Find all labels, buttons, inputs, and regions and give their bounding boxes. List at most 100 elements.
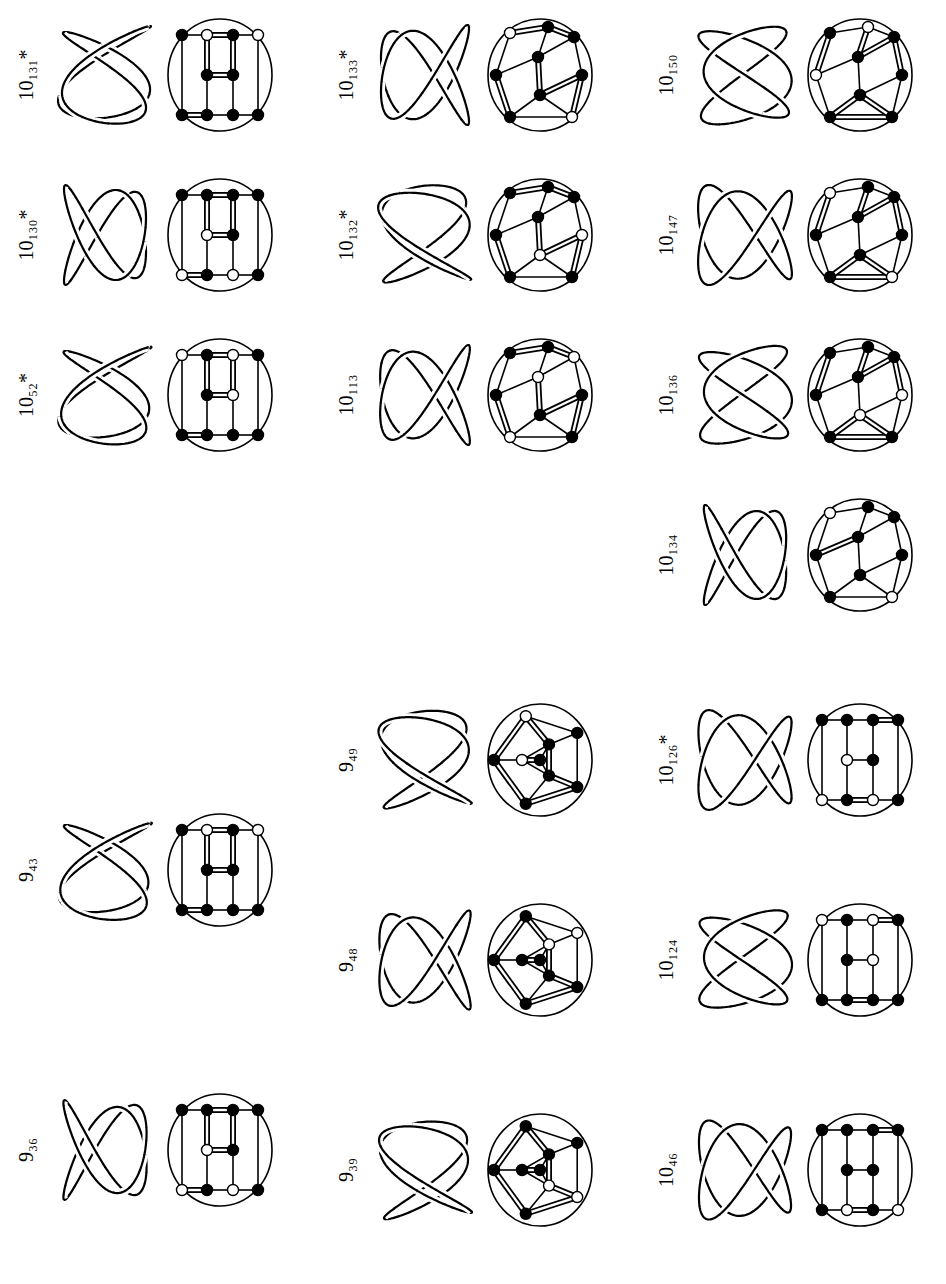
- knot-strand: [413, 717, 427, 719]
- graph-edge: [816, 75, 830, 117]
- knot-gap: [90, 222, 98, 236]
- knot-gap: [732, 120, 746, 123]
- knot-gap: [741, 72, 755, 81]
- knot-strand: [705, 54, 710, 63]
- graph-edge: [257, 35, 259, 115]
- knot-strand: [64, 191, 65, 200]
- knot-strand: [64, 270, 65, 279]
- knot-strand: [449, 359, 456, 371]
- knot-strand: [132, 914, 141, 918]
- knot-strand: [90, 222, 98, 236]
- knot-gap: [115, 263, 123, 272]
- knot-gap: [116, 830, 129, 836]
- knot-strand: [708, 731, 715, 743]
- knot-strand: [409, 117, 418, 120]
- knot-gap: [434, 257, 447, 265]
- knot-gap: [742, 715, 752, 719]
- knot-gap: [745, 348, 758, 352]
- black-vertex: [543, 22, 554, 33]
- graph-edge: [496, 353, 510, 395]
- knot-gap: [457, 350, 463, 359]
- white-vertex: [520, 711, 531, 722]
- knot-gap: [699, 797, 702, 805]
- knot-strand: [125, 851, 136, 860]
- knot-gap: [390, 280, 399, 282]
- knot-gap: [751, 267, 761, 275]
- graph-outer-edge: [168, 339, 272, 451]
- knot-gap: [758, 741, 767, 755]
- knot-strand: [715, 721, 723, 730]
- white-vertex: [533, 372, 544, 383]
- knot-gap: [413, 365, 422, 377]
- knot-gap: [82, 438, 94, 442]
- knot-strand: [457, 431, 463, 440]
- knot-strand: [758, 346, 770, 348]
- knot-strand: [136, 883, 143, 892]
- knot-gap: [422, 399, 431, 413]
- knot-gap: [706, 578, 709, 590]
- knot-gap: [440, 722, 452, 727]
- black-vertex: [863, 182, 874, 193]
- knot-strand: [144, 105, 147, 112]
- graph-outer-edge: [168, 179, 272, 291]
- knot-gap: [61, 416, 64, 425]
- knot-strand: [759, 240, 768, 254]
- double-edge-core: [816, 353, 830, 395]
- knot-strand: [785, 533, 788, 546]
- knot-strand: [769, 26, 778, 28]
- black-vertex: [889, 192, 900, 203]
- knot-gap: [60, 883, 61, 892]
- black-vertex: [491, 70, 502, 81]
- knot-entry: [59, 814, 272, 926]
- knot-gap: [120, 191, 128, 196]
- knot-strand: [699, 189, 702, 197]
- knot-graph: [488, 339, 592, 451]
- knot-strand: [727, 384, 741, 393]
- knot-strand: [704, 590, 706, 599]
- knot-strand: [784, 577, 786, 588]
- knot-strand: [148, 346, 151, 349]
- knot-gap: [107, 440, 120, 448]
- black-vertex: [811, 550, 822, 561]
- knot-strand: [704, 73, 707, 82]
- black-vertex: [228, 825, 239, 836]
- knot-strand: [767, 730, 775, 742]
- knot-strand: [441, 371, 449, 385]
- graph-edge: [496, 33, 510, 75]
- knot-gap: [108, 119, 121, 127]
- knot-strand: [739, 212, 749, 226]
- graph-edge: [816, 377, 858, 395]
- knot-gap: [790, 71, 792, 81]
- graph-edge: [821, 720, 823, 800]
- graph-edge: [816, 217, 858, 235]
- knot-strand: [741, 393, 755, 402]
- knot-strand: [708, 251, 715, 263]
- knot-gap: [136, 386, 144, 395]
- knot-gap: [382, 68, 384, 82]
- knot-gap: [704, 73, 707, 82]
- knot-strand: [399, 276, 411, 280]
- knot-diagram: [378, 185, 471, 282]
- knot-strand: [379, 213, 384, 221]
- knot-strand: [409, 1001, 418, 1004]
- knot-gap: [462, 735, 468, 743]
- knot-strand: [388, 364, 394, 375]
- knot-gap: [393, 356, 400, 364]
- knot-gap: [397, 434, 405, 439]
- knot-gap: [449, 419, 456, 431]
- knot-strand: [77, 377, 89, 387]
- knot-gap: [144, 256, 145, 267]
- knot-strand: [790, 266, 793, 274]
- knot-gap: [466, 752, 469, 761]
- knot-strand: [134, 255, 139, 267]
- knot-strand: [86, 38, 99, 43]
- knot-gap: [452, 217, 460, 227]
- knot-gap: [86, 357, 99, 362]
- knot-strand: [380, 416, 381, 427]
- knot-gap: [410, 796, 423, 802]
- knot-gap: [769, 516, 776, 525]
- knot-gap: [111, 432, 124, 436]
- knot-gap: [700, 757, 703, 772]
- knot-gap: [112, 843, 125, 851]
- black-vertex: [842, 795, 853, 806]
